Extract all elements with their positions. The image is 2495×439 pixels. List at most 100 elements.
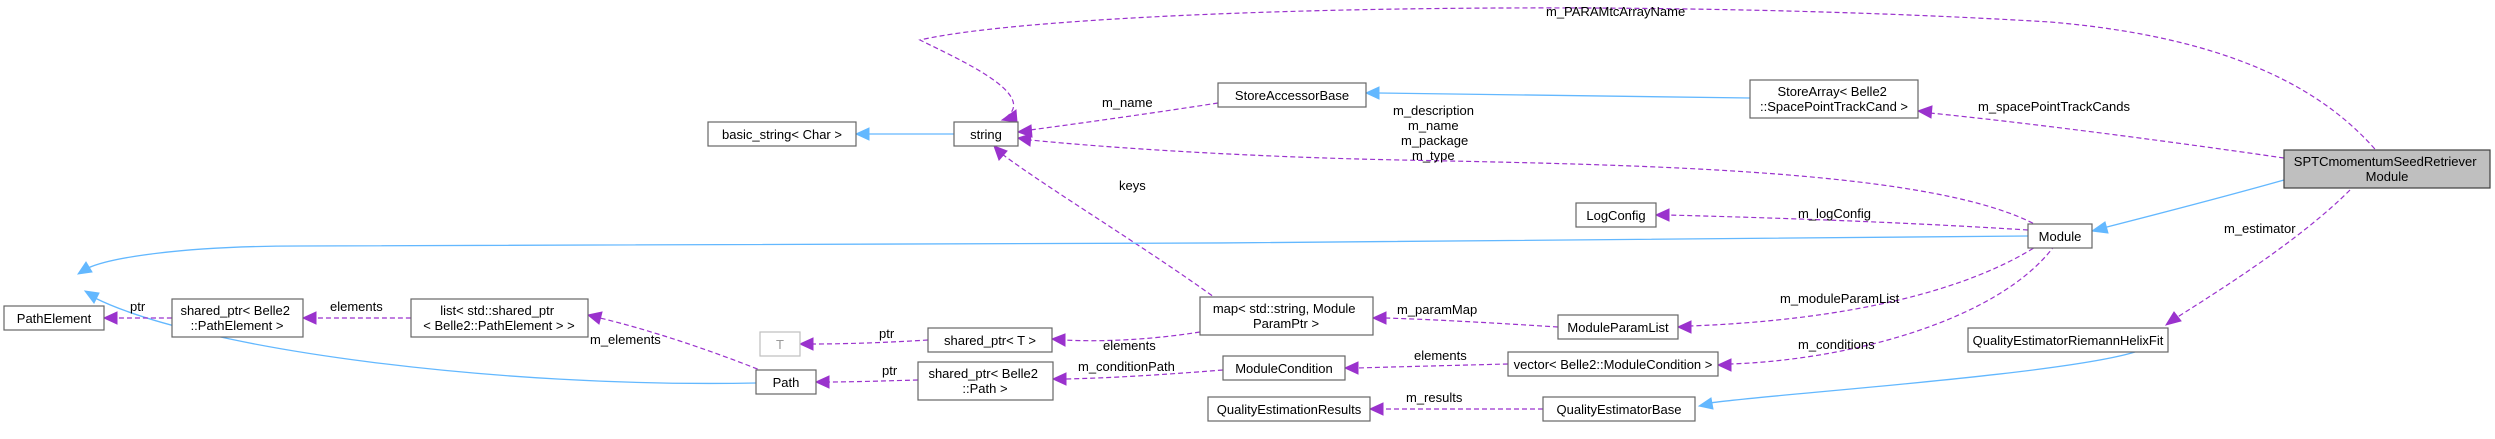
edge-inherit-module-pathelement — [87, 235, 2029, 269]
node-t[interactable]: T — [759, 331, 801, 357]
svg-text:QualityEstimatorRiemannHelixFi: QualityEstimatorRiemannHelixFit — [1973, 333, 2164, 348]
node-basic-string[interactable]: basic_string< Char > — [707, 121, 857, 147]
edge-label-m-moduleparamlist: m_moduleParamList — [1780, 291, 1900, 306]
svg-text:shared_ptr< Belle2 ::Pat: shared_ptr< Belle2 ::Path > — [928, 366, 1041, 396]
edge-m-paramtcarrayname — [918, 7, 2381, 156]
svg-text:Module: Module — [2039, 229, 2082, 244]
edge-m-parammap — [1384, 317, 1559, 328]
svg-text:SPTCmomentumSeedRetriever: SPTCmomentumSeedRetriever Module — [2294, 154, 2480, 184]
arrowhead — [76, 261, 93, 275]
edge-ptr-path — [827, 379, 919, 383]
node-string[interactable]: string — [953, 121, 1019, 147]
svg-text:ModuleCondition: ModuleCondition — [1235, 361, 1333, 376]
edge-label-keys: keys — [1119, 178, 1146, 193]
node-path[interactable]: Path — [755, 369, 817, 395]
arrowhead — [1050, 333, 1066, 347]
edge-label-m-parammap: m_paramMap — [1397, 302, 1477, 317]
node-map-string-moduleparamptr[interactable]: map< std::string, Module ParamPtr > — [1199, 296, 1374, 336]
edge-label-ptr-path: ptr — [882, 363, 898, 378]
edge-label-m-logconfig: m_logConfig — [1798, 206, 1871, 221]
edge-label-m-conditions: m_conditions — [1798, 337, 1875, 352]
edge-inherit-qerhf-qebase — [1709, 351, 2136, 404]
arrowhead — [586, 311, 603, 325]
edge-label-m-elements: m_elements — [590, 332, 661, 347]
node-sptc-momentum-seed-retriever[interactable]: SPTCmomentumSeedRetriever Module — [2283, 149, 2491, 189]
node-modulecondition[interactable]: ModuleCondition — [1222, 355, 1346, 381]
arrowhead — [1364, 86, 1380, 100]
edge-m-moduleparamlist — [1689, 243, 2041, 327]
node-storeaccessorbase[interactable]: StoreAccessorBase — [1217, 82, 1367, 108]
edge-label-m-estimator: m_estimator — [2224, 221, 2296, 236]
svg-text:string: string — [970, 127, 1002, 142]
edge-label-elements-cond: elements — [1414, 348, 1467, 363]
edge-ptr-t — [811, 339, 929, 345]
edge-inherit-sptc-module — [2102, 179, 2285, 229]
edge-m-elements — [599, 317, 766, 373]
edge-m-conditions — [1729, 244, 2056, 365]
node-sharedptr-pathelement[interactable]: shared_ptr< Belle2 ::PathElement > — [171, 298, 304, 338]
edge-label-elements-pe: elements — [330, 299, 383, 314]
node-qualityestimatorbase[interactable]: QualityEstimatorBase — [1542, 396, 1696, 422]
arrowhead — [2090, 221, 2109, 234]
edge-elements-cond — [1356, 363, 1509, 369]
svg-text:map< std::string, Module: map< std::string, Module ParamPtr > — [1213, 301, 1359, 331]
node-vector-modulecondition[interactable]: vector< Belle2::ModuleCondition > — [1507, 351, 1719, 377]
edge-m-estimator — [2175, 189, 2351, 319]
edge-label-ptr-t: ptr — [879, 326, 895, 341]
arrowhead — [1016, 133, 1032, 147]
edge-label-ptr-pe: ptr — [130, 299, 146, 314]
node-logconfig[interactable]: LogConfig — [1575, 202, 1657, 228]
node-pathelement[interactable]: PathElement — [3, 305, 105, 331]
node-qualityestimationresults[interactable]: QualityEstimationResults — [1207, 396, 1371, 422]
arrowhead — [1676, 320, 1692, 334]
edge-label-m-spacepointtrackcands: m_spacePointTrackCands — [1978, 99, 2130, 114]
edge-module-strings — [1029, 139, 2041, 228]
arrowhead — [814, 375, 830, 389]
edge-m-logconfig — [1667, 214, 2029, 231]
svg-text:Path: Path — [773, 375, 800, 390]
svg-text:LogConfig: LogConfig — [1586, 208, 1645, 223]
svg-text:shared_ptr< Belle2 ::Pat: shared_ptr< Belle2 ::PathElement > — [180, 303, 293, 333]
arrowhead — [1716, 358, 1732, 372]
node-module[interactable]: Module — [2027, 223, 2093, 249]
arrowhead — [83, 290, 100, 304]
edge-label-m-name-sab: m_name — [1102, 95, 1153, 110]
arrowhead — [1371, 311, 1387, 325]
node-qualityestimatorriemannhelixfit[interactable]: QualityEstimatorRiemannHelixFit — [1967, 327, 2169, 353]
svg-text:StoreArray< Belle2 ::Spa: StoreArray< Belle2 ::SpacePointTrackCand… — [1760, 84, 1908, 114]
svg-text:vector< Belle2::ModuleConditio: vector< Belle2::ModuleCondition > — [1514, 357, 1713, 372]
node-moduleparamlist[interactable]: ModuleParamList — [1557, 314, 1679, 340]
arrowhead — [993, 145, 1008, 161]
arrowhead — [854, 127, 870, 141]
edge-keys — [1001, 153, 1226, 306]
arrowhead — [1000, 109, 1018, 123]
arrowhead — [798, 337, 814, 351]
node-storearray-spacepointtrackcand[interactable]: StoreArray< Belle2 ::SpacePointTrackCand… — [1749, 79, 1919, 119]
node-sharedptr-path[interactable]: shared_ptr< Belle2 ::Path > — [917, 361, 1054, 401]
svg-text:basic_string< Char >: basic_string< Char > — [722, 127, 842, 142]
arrowhead — [1051, 372, 1067, 386]
edge-label-elements-map: elements — [1103, 338, 1156, 353]
edge-label-m-results: m_results — [1406, 390, 1463, 405]
edge-m-spacepointtrackcands — [1929, 112, 2285, 159]
arrowhead — [2164, 311, 2182, 326]
svg-text:list< std::shared_ptr <: list< std::shared_ptr < Belle2::PathElem… — [423, 303, 574, 333]
arrowhead — [1654, 208, 1670, 222]
arrowhead — [1368, 402, 1384, 416]
edge-elements-map — [1063, 331, 1201, 342]
svg-text:PathElement: PathElement — [17, 311, 92, 326]
edge-inherit-storearray-accessor — [1377, 92, 1751, 99]
svg-text:QualityEstimationResults: QualityEstimationResults — [1217, 402, 1362, 417]
arrowhead — [1916, 105, 1933, 119]
arrowhead — [1016, 124, 1033, 138]
arrowhead — [102, 311, 118, 325]
node-list-sharedptr-pathelement[interactable]: list< std::shared_ptr < Belle2::PathElem… — [410, 298, 589, 338]
edge-inherit-path-pathelement — [94, 297, 757, 385]
arrowhead — [1697, 397, 1714, 410]
svg-text:shared_ptr< T >: shared_ptr< T > — [944, 333, 1036, 348]
node-sharedptr-t[interactable]: shared_ptr< T > — [927, 327, 1053, 353]
edge-label-module-strings: m_description m_name m_package m_type — [1393, 102, 1478, 163]
arrowhead — [301, 311, 317, 325]
svg-text:QualityEstimatorBase: QualityEstimatorBase — [1557, 402, 1682, 417]
